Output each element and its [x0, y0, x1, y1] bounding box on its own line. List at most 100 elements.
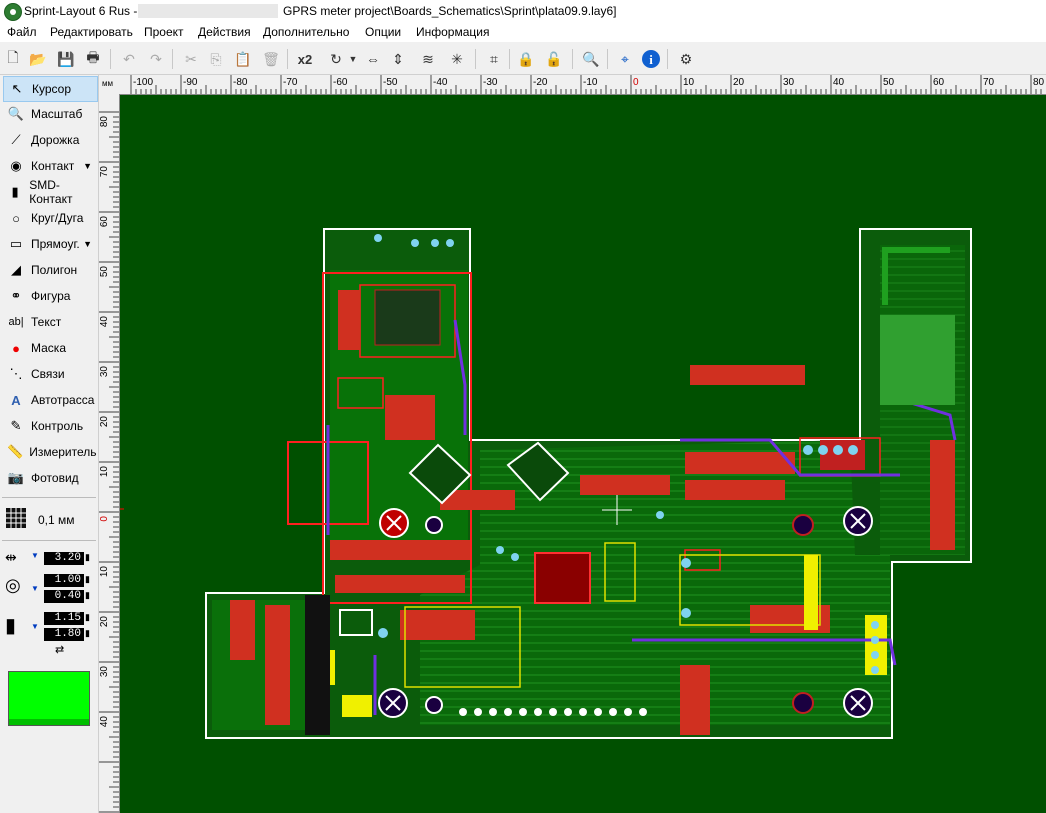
dropdown-arrow-icon[interactable]: ▼: [31, 584, 39, 593]
tool-track[interactable]: ⟋Дорожка: [3, 128, 96, 152]
tool-text[interactable]: ab|Текст: [3, 310, 96, 334]
spin-icon[interactable]: ▮: [85, 574, 90, 584]
ruler-label: -60: [333, 77, 348, 88]
toolbar-separator: [667, 49, 668, 69]
print-icon[interactable]: 🖶: [86, 49, 100, 65]
rotate-dropdown-icon[interactable]: ▼: [348, 54, 358, 64]
menu-extra[interactable]: Дополнительно: [263, 25, 350, 39]
tool-connections[interactable]: ⋱Связи: [3, 362, 96, 386]
smd-size-icon: ▮: [5, 615, 17, 637]
tool-measure[interactable]: 📏Измеритель: [3, 440, 97, 464]
black-region: [305, 595, 330, 735]
menu-info[interactable]: Информация: [416, 25, 490, 39]
snap-icon[interactable]: ✳: [451, 50, 463, 67]
open-folder-icon[interactable]: 📂: [29, 50, 47, 67]
rotate-icon[interactable]: ↻: [330, 50, 342, 67]
tool-circle[interactable]: ○ Круг/Дуга: [3, 206, 96, 230]
ruler-label: 70: [983, 77, 995, 88]
pad-outer-value[interactable]: 1.00: [44, 574, 84, 587]
copy-icon[interactable]: ⎘: [210, 50, 222, 67]
app-icon: [4, 3, 22, 21]
autoroute-icon: A: [11, 392, 21, 408]
tool-pad[interactable]: ◉Контакт▼: [3, 154, 96, 178]
tool-mask[interactable]: ●Маска: [3, 336, 96, 360]
align-icon[interactable]: ≋: [422, 50, 434, 67]
spin-icon[interactable]: ▮: [85, 590, 90, 600]
spin-icon[interactable]: ▮: [85, 628, 90, 638]
save-icon[interactable]: 💾: [57, 50, 75, 67]
mcu-chip: [534, 552, 591, 604]
tool-polygon[interactable]: ◢Полигон: [3, 258, 96, 282]
tool-shape[interactable]: ⚭Фигура: [3, 284, 96, 308]
menu-edit[interactable]: Редактировать: [50, 25, 133, 39]
zoom-all-icon[interactable]: 🔍: [582, 50, 600, 67]
spin-icon[interactable]: ▮: [85, 552, 90, 562]
grid-icon[interactable]: [5, 507, 27, 529]
ruler-label: 30: [99, 666, 110, 678]
unlock-icon[interactable]: 🔓: [545, 50, 563, 67]
toolbar-separator: [110, 49, 111, 69]
smd-height-value[interactable]: 1.80: [44, 628, 84, 641]
smd-width-value[interactable]: 1.15: [44, 612, 84, 625]
text-icon: ab|: [8, 316, 24, 328]
delete-icon[interactable]: 🗑: [262, 50, 280, 67]
cut-icon[interactable]: ✂: [185, 50, 197, 67]
ruler-label: 10: [99, 466, 110, 478]
dropdown-arrow-icon[interactable]: ▼: [31, 551, 39, 560]
cursor-icon: ↖: [11, 81, 23, 96]
menu-options[interactable]: Опции: [365, 25, 402, 39]
group-icon[interactable]: ⌗: [490, 50, 498, 67]
menu-project[interactable]: Проект: [144, 25, 184, 39]
menu-file[interactable]: Файл: [7, 25, 37, 39]
tool-photoview[interactable]: 📷Фотовид: [3, 466, 96, 490]
rectangle-icon: ▭: [9, 236, 23, 251]
title-redacted: [138, 4, 278, 18]
smd-pads: [230, 290, 955, 735]
undo-icon[interactable]: ↶: [123, 50, 135, 67]
photoview-icon: 📷: [7, 470, 25, 485]
grid-size-label[interactable]: 0,1 мм: [38, 513, 75, 527]
new-file-icon[interactable]: 🗋: [7, 49, 19, 65]
ruler-label: 60: [933, 77, 945, 88]
spin-icon[interactable]: ▮: [85, 612, 90, 622]
pcb-canvas[interactable]: [120, 95, 1046, 813]
dropdown-arrow-icon[interactable]: ▼: [31, 622, 39, 631]
mirror-vertical-icon[interactable]: ⇕: [392, 50, 404, 67]
pad-inner-value[interactable]: 0.40: [44, 590, 84, 603]
tool-label: Контакт: [31, 159, 75, 173]
mirror-horizontal-icon[interactable]: ⇔: [366, 51, 380, 67]
mask-icon: ●: [12, 340, 20, 356]
swap-icon[interactable]: ⇄: [55, 644, 65, 656]
circle-icon: ○: [12, 210, 20, 226]
pcb-board[interactable]: [120, 95, 1046, 813]
tool-zoom[interactable]: 🔍Масштаб: [3, 102, 96, 126]
tool-label: Круг/Дуга: [31, 211, 84, 225]
crop-icon[interactable]: ⌖: [621, 50, 629, 67]
menu-bar: Файл Редактировать Проект Действия Допол…: [0, 22, 1046, 42]
component-outline: [337, 377, 384, 409]
duplicate-x2-button[interactable]: x2: [297, 51, 313, 67]
tool-rectangle[interactable]: ▭Прямоуг.▼: [3, 232, 96, 256]
layer-color-swatch[interactable]: [8, 671, 90, 726]
track-width-value[interactable]: 3.20: [44, 552, 84, 565]
ruler-label: -100: [133, 77, 153, 88]
divider: [2, 540, 96, 541]
dropdown-arrow-icon[interactable]: ▼: [83, 239, 92, 249]
tool-cursor[interactable]: ↖ Курсор: [3, 76, 98, 102]
dropdown-arrow-icon[interactable]: ▼: [83, 161, 92, 171]
tool-control[interactable]: ✎Контроль: [3, 414, 96, 438]
lock-icon[interactable]: 🔒: [517, 50, 535, 67]
ruler-label: 70: [99, 166, 110, 178]
settings-gear-icon[interactable]: ⚙: [679, 50, 693, 67]
measure-icon: 📏: [7, 444, 24, 459]
tool-smd-pad[interactable]: ▮SMD-Контакт: [3, 178, 96, 206]
shape-icon: ⚭: [10, 288, 22, 303]
paste-icon[interactable]: 📋: [234, 50, 252, 67]
info-icon[interactable]: i: [640, 48, 662, 70]
tool-label: Курсор: [32, 82, 72, 96]
menu-actions[interactable]: Действия: [198, 25, 251, 39]
redo-icon[interactable]: ↷: [150, 50, 162, 67]
